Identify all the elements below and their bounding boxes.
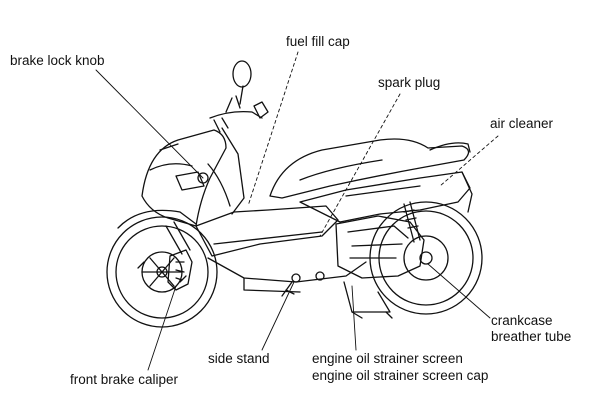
label-oil-strainer-screen: engine oil strainer screen [312,351,463,366]
brake-lock-knob-shape [197,172,209,184]
front-cowl [141,129,227,227]
leader-spark-plug [319,93,401,237]
leader-oil-strainer [351,285,357,351]
front-fork [165,221,191,255]
floorboard [195,205,339,257]
underbody [207,257,367,283]
leader-fuel-fill-cap [247,51,299,207]
leader-side-stand [261,281,295,351]
label-brake-lock-knob: brake lock knob [10,53,105,68]
rear-body [299,171,471,223]
center-stand [343,281,391,313]
leader-crankcase-breather [427,263,491,319]
label-fuel-fill-cap: fuel fill cap [286,34,350,49]
side-stand-shape [281,281,295,297]
front-fender [117,209,197,229]
leader-front-brake-caliper [147,285,177,371]
leader-air-cleaner [439,135,499,187]
mirror [232,60,252,105]
leader-brake-lock-knob [95,69,204,179]
label-breather-tube: breather tube [491,329,572,344]
handlebar [209,110,263,119]
engine-case [335,215,425,279]
label-spark-plug: spark plug [378,75,441,90]
seat [269,138,470,199]
brake-caliper-shape [167,249,193,291]
label-side-stand: side stand [208,351,270,366]
label-air-cleaner: air cleaner [490,116,554,131]
label-front-brake-caliper: front brake caliper [70,372,179,387]
label-crankcase: crankcase [491,313,553,328]
label-oil-strainer-screen-cap: engine oil strainer screen cap [312,368,489,383]
leader-lines [95,51,499,371]
